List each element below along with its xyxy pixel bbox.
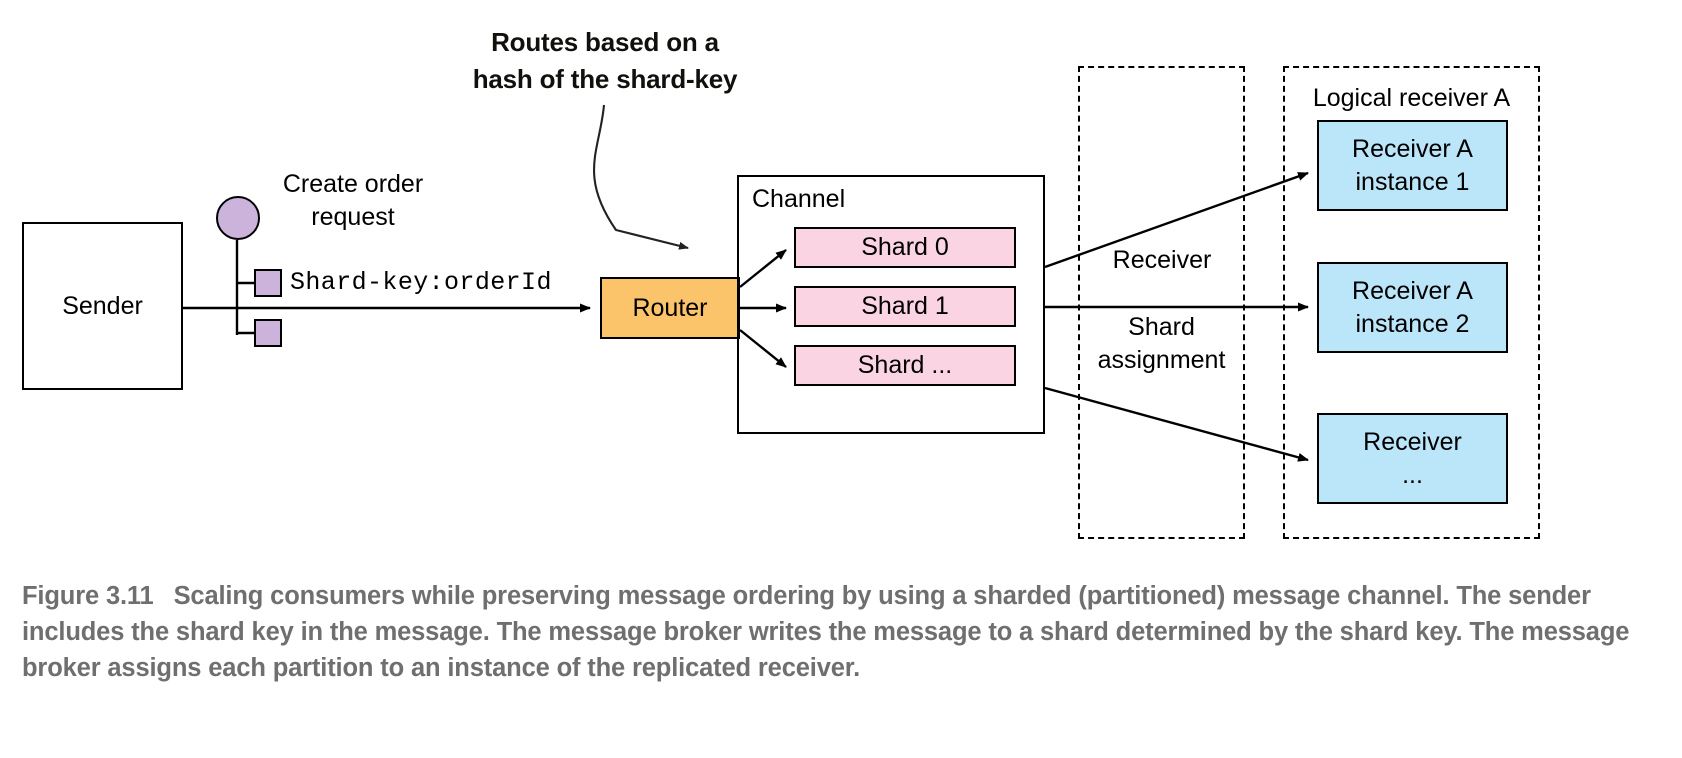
shard-box-2[interactable]: Shard ... xyxy=(794,345,1016,386)
receiver-instance-label-3: Receiver... xyxy=(1363,427,1462,489)
receiver-instance-box-3[interactable]: Receiver... xyxy=(1317,413,1508,504)
channel-box[interactable] xyxy=(737,175,1045,434)
shard-label-0: Shard 0 xyxy=(861,233,949,261)
figure-number: Figure 3.11 xyxy=(22,582,154,610)
shard-box-0[interactable]: Shard 0 xyxy=(794,227,1016,268)
callout-line-1: Routes based on a xyxy=(491,27,719,57)
message-square-icon-1 xyxy=(254,269,282,297)
shard-label-1: Shard 1 xyxy=(861,292,949,320)
receiver-group-label: Receiver xyxy=(1112,246,1212,274)
callout-annotation: Routes based on a hash of the shard-key xyxy=(455,24,755,98)
receiver-shard-assignment-group xyxy=(1078,66,1245,539)
shard-label-2: Shard ... xyxy=(857,351,953,379)
callout-line-2: hash of the shard-key xyxy=(472,63,738,94)
router-box[interactable]: Router xyxy=(600,277,740,339)
logical-receiver-group xyxy=(1283,66,1540,539)
message-circle-icon xyxy=(216,196,260,240)
router-label: Router xyxy=(632,293,708,322)
logical-receiver-label: Logical receiver A xyxy=(1312,84,1511,112)
message-square-icon-2 xyxy=(254,319,282,347)
channel-label: Channel xyxy=(752,185,846,213)
shard-key-label: Shard-key:orderId xyxy=(290,268,552,297)
shard-box-1[interactable]: Shard 1 xyxy=(794,286,1016,327)
callout-arrow xyxy=(593,104,689,250)
figure-caption-text: Scaling consumers while preserving messa… xyxy=(22,582,1630,683)
sender-label: Sender xyxy=(62,291,143,320)
sender-box[interactable]: Sender xyxy=(22,222,183,390)
